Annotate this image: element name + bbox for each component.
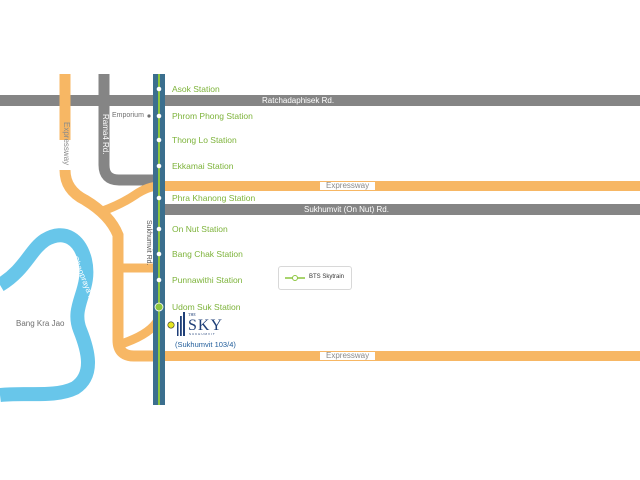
station-label[interactable]: Phrom Phong Station xyxy=(172,111,253,121)
station-dot[interactable] xyxy=(156,277,162,283)
sky-logo-icon xyxy=(177,312,185,336)
ratchadaphisek-road-label: Ratchadaphisek Rd. xyxy=(262,96,335,105)
station-dot[interactable] xyxy=(156,163,162,169)
project-location-dot[interactable] xyxy=(167,321,175,329)
station-dots xyxy=(156,86,162,283)
rama4-road-label: Rama4 Rd. xyxy=(101,114,110,155)
station-label[interactable]: Asok Station xyxy=(172,84,220,94)
station-label[interactable]: Bang Chak Station xyxy=(172,249,243,259)
expressway-vertical-label: Expressway xyxy=(62,122,71,166)
station-dot[interactable] xyxy=(156,113,162,119)
sukhumvit-on-nut-road-label: Sukhumvit (On Nut) Rd. xyxy=(304,205,389,214)
station-dot-udom-suk[interactable] xyxy=(154,302,164,312)
expressway-branch-upper xyxy=(98,181,161,217)
bang-kra-jao-label: Bang Kra Jao xyxy=(16,319,65,328)
expressway-branch-udomsuk xyxy=(116,317,162,350)
legend-label: BTS Skytrain xyxy=(309,274,345,280)
chaopraya-river xyxy=(0,228,95,402)
station-label[interactable]: Phra Khanong Station xyxy=(172,193,256,203)
station-label[interactable]: On Nut Station xyxy=(172,224,228,234)
station-dot[interactable] xyxy=(156,86,162,92)
station-label[interactable]: Ekkamai Station xyxy=(172,161,234,171)
station-dot[interactable] xyxy=(156,195,162,201)
project-location-label: (Sukhumvit 103/4) xyxy=(175,340,236,349)
ratchadaphisek-road xyxy=(0,95,640,106)
brand-the: THE xyxy=(188,312,196,317)
brand-sub: SUKHUMVIT xyxy=(189,332,216,336)
sukhumvit-on-nut-road xyxy=(160,204,640,215)
map-legend: BTS Skytrain xyxy=(278,266,352,290)
bts-line-core xyxy=(158,74,160,405)
expressway-lower xyxy=(160,351,640,361)
expressway-curve xyxy=(59,169,160,362)
expressway-upper xyxy=(160,181,640,191)
station-label[interactable]: Thong Lo Station xyxy=(172,135,237,145)
brand-sky: SKY xyxy=(188,317,224,334)
station-label[interactable]: Udom Suk Station xyxy=(172,302,241,312)
station-dot[interactable] xyxy=(156,251,162,257)
bts-legend-icon xyxy=(285,275,305,281)
expressway-upper-label: Expressway xyxy=(320,182,376,190)
rama4-road xyxy=(98,74,160,186)
expressway-lower-label: Expressway xyxy=(320,352,376,360)
station-dot[interactable] xyxy=(156,137,162,143)
sukhumvit-road-label: Sukhumvit Rd. xyxy=(145,220,152,266)
emporium-label: Emporium xyxy=(112,112,144,119)
emporium-dot xyxy=(147,114,151,118)
station-dot[interactable] xyxy=(156,226,162,232)
station-label[interactable]: Punnawithi Station xyxy=(172,275,243,285)
